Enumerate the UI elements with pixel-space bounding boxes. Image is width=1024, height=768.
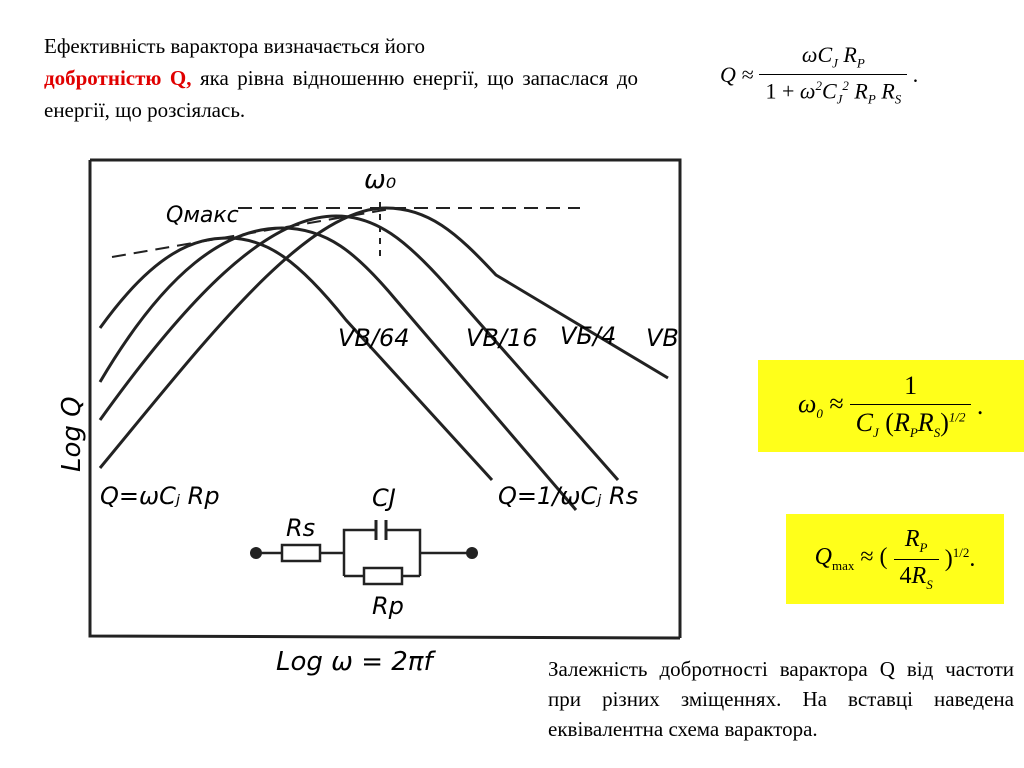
qmax-fraction: RP 4RS	[893, 525, 939, 593]
intro-text-1: Ефективність варактора визначається його	[44, 34, 425, 58]
qmax-rhs: )1/2.	[944, 545, 976, 572]
figure-caption: Залежність добротності варактора Q від ч…	[548, 657, 1014, 741]
q-formula-tail: .	[913, 62, 919, 88]
curve-label-vb-16: VB/16	[466, 324, 538, 352]
curve-label-vb: VB	[646, 324, 679, 352]
qmax-label: Qмакс	[166, 203, 239, 228]
q-formula-numerator: ωCJ RP	[801, 42, 865, 71]
q-formula: Q ≈ ωCJ RP 1 + ω2CJ2 RP RS .	[720, 42, 919, 108]
curve-label-vb-4: VБ/4	[560, 322, 616, 350]
wire-4	[386, 528, 422, 576]
omega0-fraction: 1 CJ (RPRS)1/2	[849, 370, 972, 441]
resistor-rp	[362, 566, 404, 586]
right-asymptote-label: Q=1/ωCⱼ Rs	[498, 482, 638, 510]
q-vs-frequency-figure: VB/64 VB/16 VБ/4 VB ω₀ Qмакс Log Q Log ω…	[57, 158, 682, 677]
resistor-rs	[280, 543, 322, 563]
frame-top-right	[90, 158, 682, 638]
intro-text-2: яка рівна відношенню енергії, що запасла…	[44, 66, 639, 122]
qmax-formula-box: Qmax ≈ ( RP 4RS )1/2.	[786, 514, 1004, 604]
omega0-numerator: 1	[904, 370, 918, 400]
wire-3	[342, 528, 376, 576]
curve-vb-4	[98, 214, 620, 481]
x-axis-label: Log ω = 2πf	[276, 647, 436, 677]
frame-left-bottom	[88, 160, 681, 640]
y-axis-label: Log Q	[57, 396, 87, 472]
q-formula-lhs: Q ≈	[720, 62, 754, 88]
intro-paragraph: Ефективність варактора визначається його…	[44, 30, 638, 126]
omega0-denominator: CJ (RPRS)1/2	[849, 403, 972, 441]
left-asymptote-label: Q=ωCⱼ Rp	[100, 482, 220, 510]
omega0-formula-box: ω0 ≈ 1 CJ (RPRS)1/2 .	[758, 360, 1024, 452]
omega0-lhs: ω0 ≈	[798, 389, 844, 422]
rp-label: Rp	[372, 592, 404, 620]
equivalent-circuit: Rs CJ Rp	[250, 484, 478, 620]
curve-vb-64	[98, 236, 494, 482]
qmax-lhs: Qmax ≈ (	[814, 544, 888, 573]
cj-label: CJ	[372, 484, 396, 512]
q-formula-denominator: 1 + ω2CJ2 RP RS	[759, 74, 908, 108]
omega0-label: ω₀	[364, 165, 397, 195]
qmax-denominator: 4RS	[893, 558, 939, 593]
curve-label-vb-64: VB/64	[338, 324, 410, 352]
intro-highlight: добротністю Q,	[44, 66, 192, 90]
rs-label: Rs	[286, 514, 315, 542]
q-formula-fraction: ωCJ RP 1 + ω2CJ2 RP RS	[759, 42, 908, 108]
omega0-tail: .	[977, 391, 984, 420]
qmax-numerator: RP	[904, 525, 928, 555]
curve-vb-16	[98, 226, 578, 511]
curve-vb	[98, 206, 669, 469]
